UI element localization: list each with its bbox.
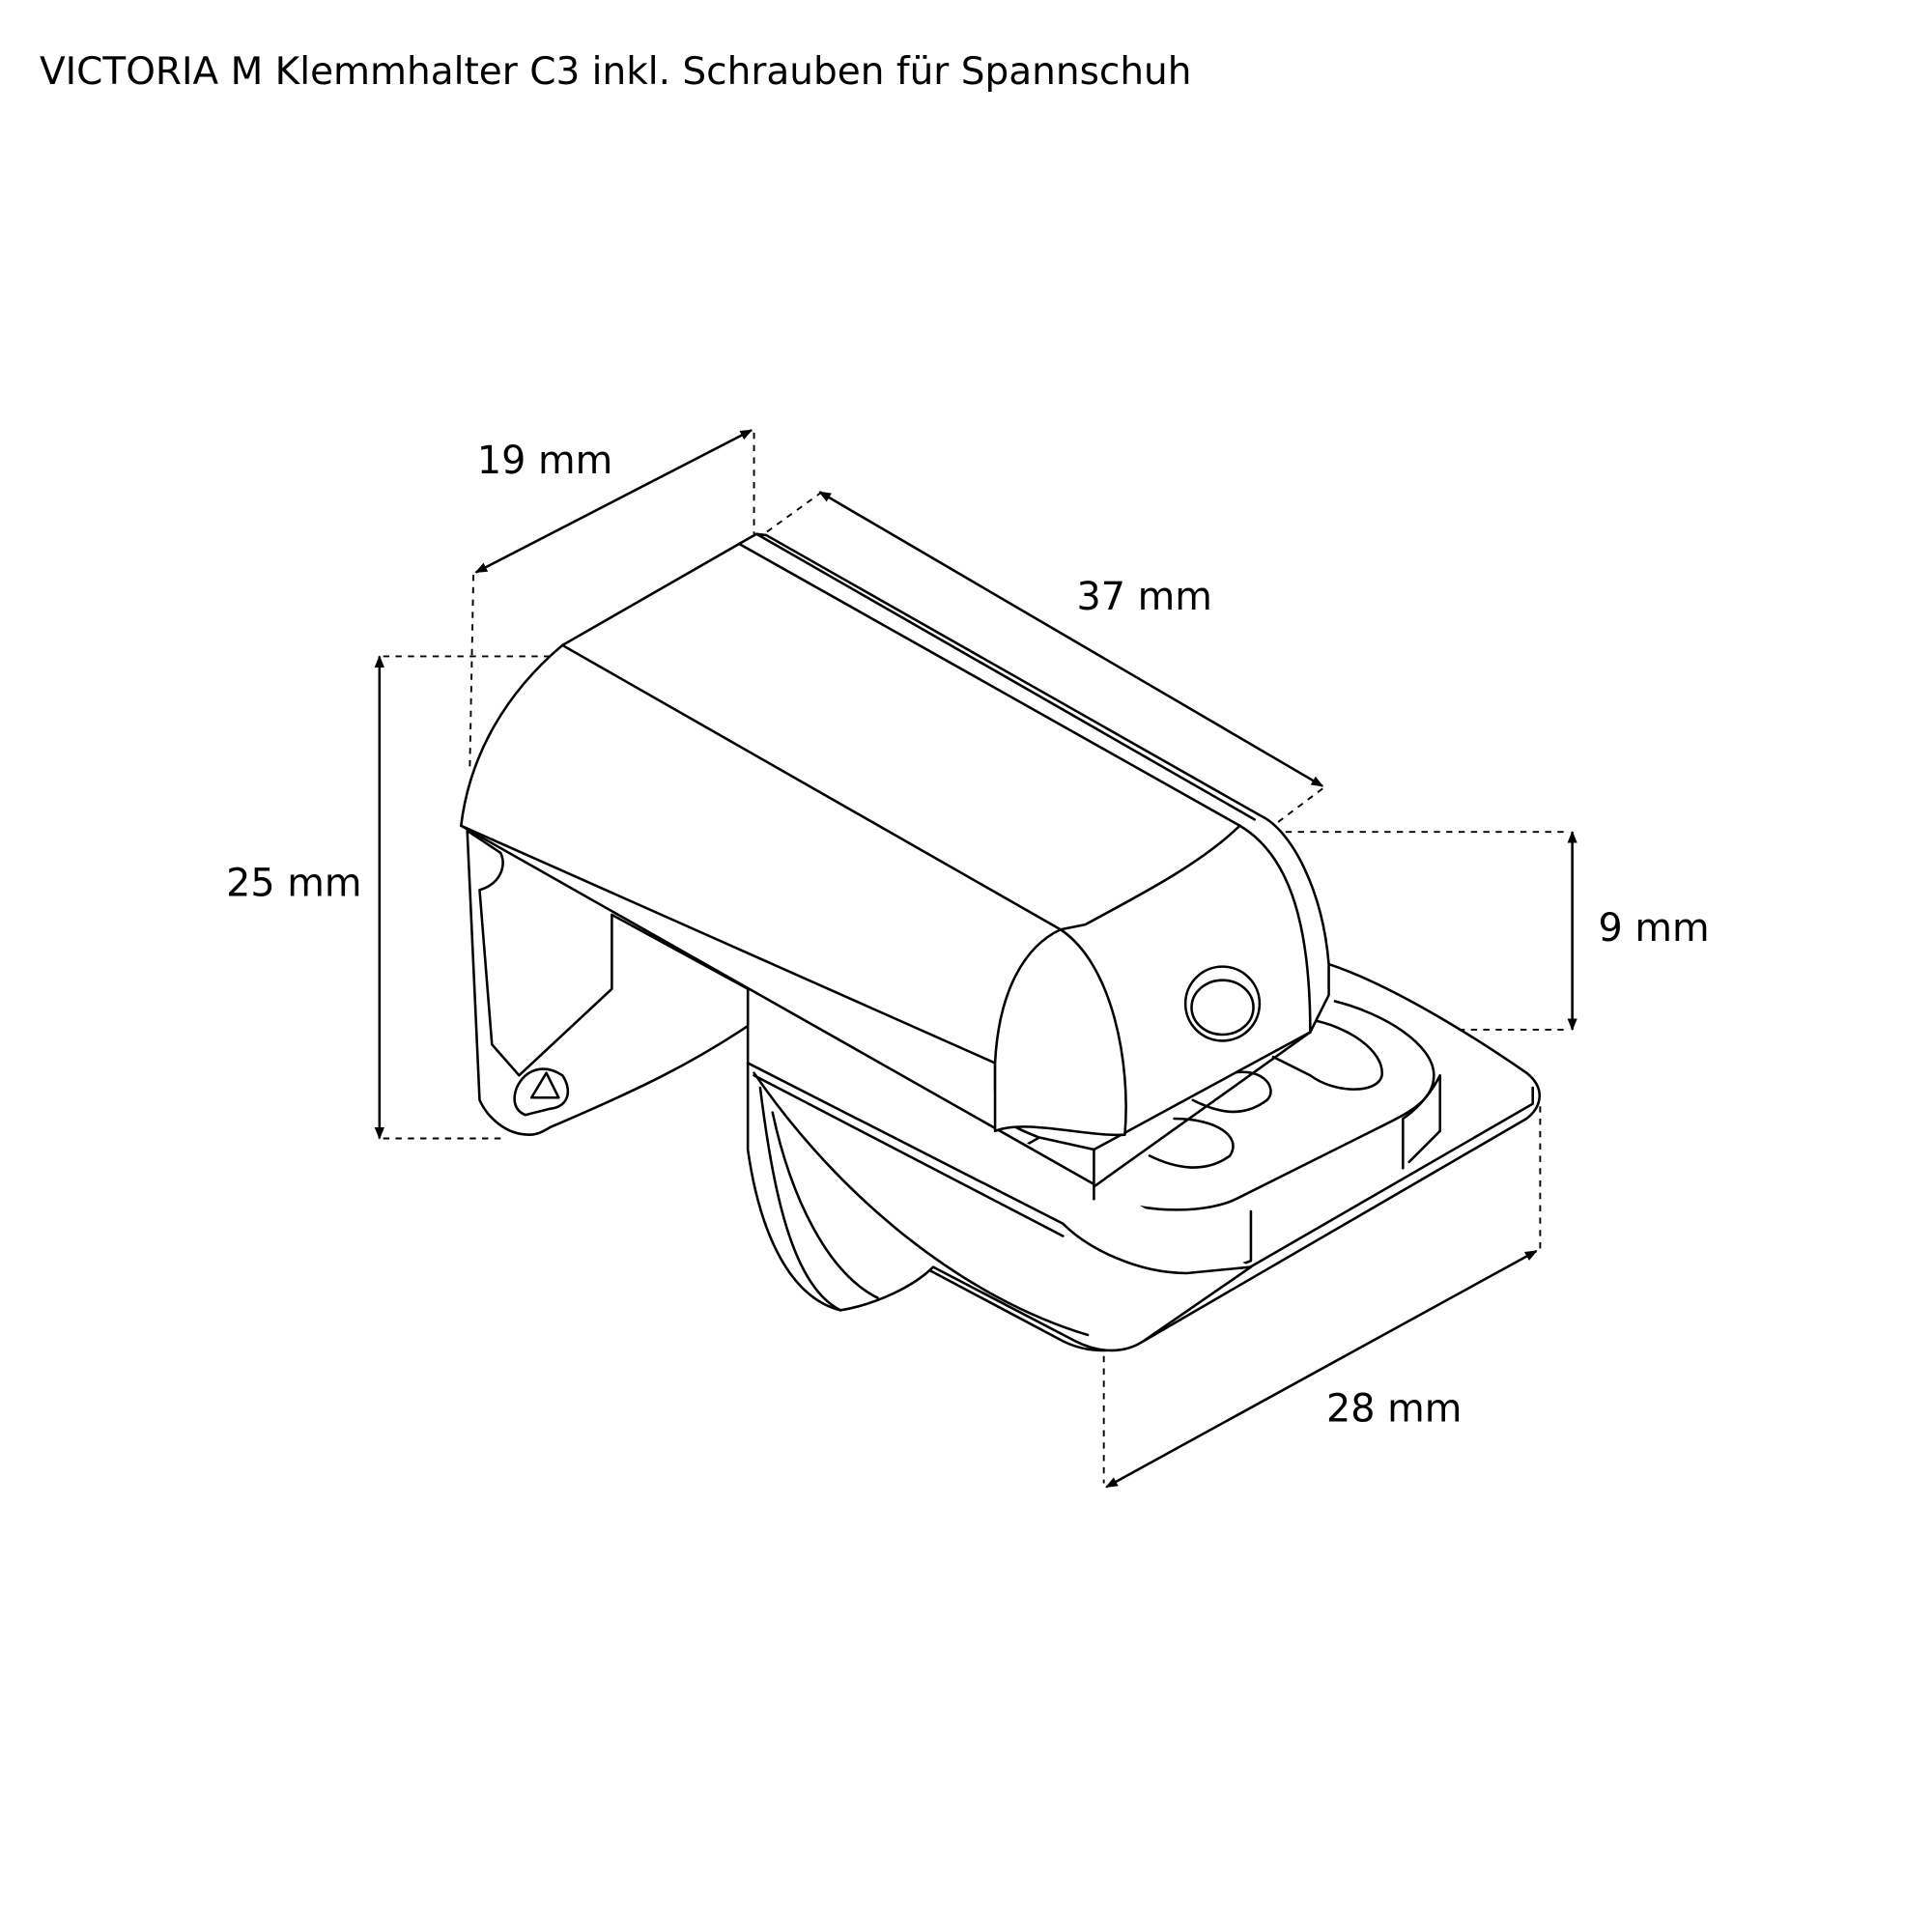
clamp-holder-part [460,532,1541,1352]
page-title: VICTORIA M Klemmhalter C3 inkl. Schraube… [40,50,1192,94]
dimension-lines [374,429,1577,1489]
dimension-label-base-width: 28 mm [1326,1387,1462,1432]
dimension-label-length: 37 mm [1077,575,1212,619]
dimension-label-base-height: 9 mm [1599,906,1710,951]
dimension-label-height: 25 mm [226,862,361,906]
dimension-label-width: 19 mm [477,439,612,483]
